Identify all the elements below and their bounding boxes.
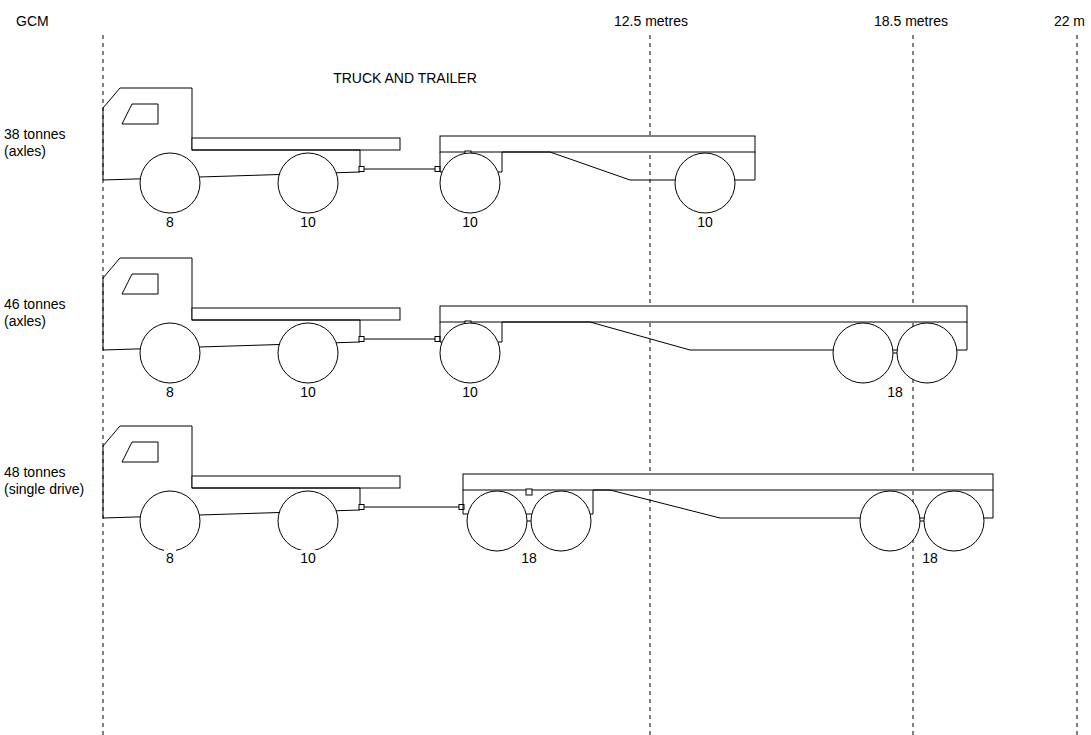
axle-load: 8 — [164, 384, 176, 401]
axle-load: 10 — [695, 214, 715, 231]
truck-trailer-38 — [103, 88, 755, 213]
dimension-lines — [103, 35, 1077, 735]
axle-load: 10 — [460, 384, 480, 401]
gcm-label: 46 tonnes (axles) — [2, 296, 102, 330]
dimension-label: 18.5 metres — [872, 13, 950, 30]
axle-load: 18 — [519, 550, 539, 567]
gcm-label: 48 tonnes (single drive) — [2, 464, 102, 498]
gcm-label: 38 tonnes (axles) — [2, 126, 102, 160]
truck-trailer-48 — [103, 426, 993, 551]
axle-load: 18 — [920, 550, 940, 567]
diagram-title: TRUCK AND TRAILER — [331, 70, 479, 87]
axle-load: 10 — [460, 214, 480, 231]
dimension-label: 22 m — [1052, 13, 1087, 30]
axle-load: 10 — [298, 550, 318, 567]
dimension-label: 12.5 metres — [612, 13, 690, 30]
truck-trailer-46 — [103, 258, 967, 383]
axle-load: 18 — [885, 384, 905, 401]
axis-heading: GCM — [14, 13, 51, 30]
axle-load: 10 — [298, 384, 318, 401]
axle-load: 8 — [164, 214, 176, 231]
axle-load: 8 — [164, 550, 176, 567]
axle-load: 10 — [298, 214, 318, 231]
